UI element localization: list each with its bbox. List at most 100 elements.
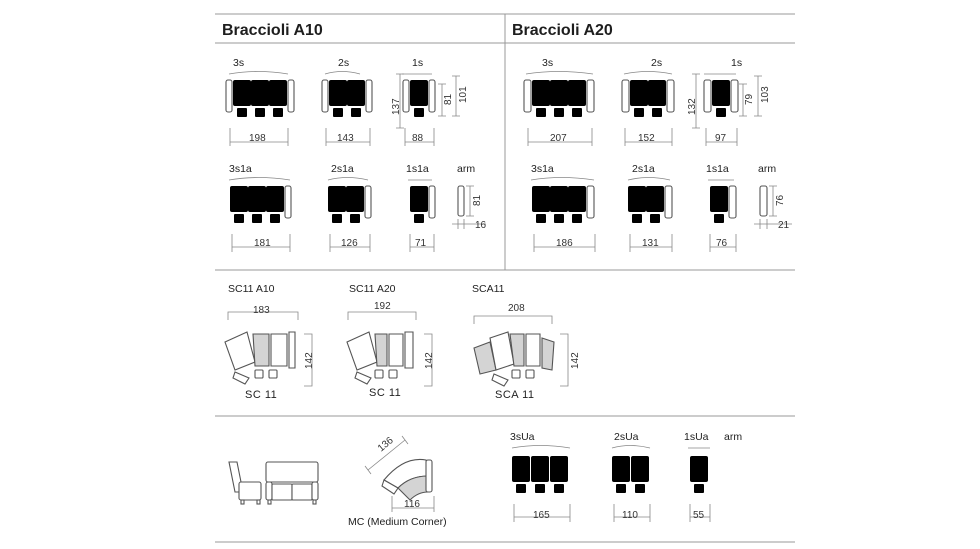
a10-title: Braccioli A10 (222, 22, 323, 39)
u3-label: 3sUa (510, 431, 535, 443)
a20-3s1a-label: 3s1a (531, 163, 554, 175)
a10-1s1a-width: 71 (415, 238, 427, 249)
a20-1s-width: 97 (715, 133, 727, 144)
a20-arm-label: arm (758, 163, 776, 175)
u2-sofa (612, 456, 649, 493)
u2-dimline (613, 504, 651, 522)
a20-arm-depth: 21 (778, 220, 790, 231)
sca11-label: SCA11 (472, 283, 505, 295)
mc-width: 116 (404, 499, 420, 510)
a20-1s-height-line (692, 73, 700, 129)
a10-2s1a-topline (327, 177, 369, 181)
a10-2s-topline (324, 71, 361, 75)
mc-diag: 136 (376, 435, 396, 454)
a10-1s-dimline (404, 128, 435, 146)
a10-1s-width: 88 (412, 133, 424, 144)
sc11-a20-label: SC11 A20 (349, 283, 396, 295)
a20-2s-width: 152 (638, 133, 655, 144)
mc-sofa (381, 458, 433, 501)
a20-2s1a-label: 2s1a (632, 163, 655, 175)
a20-3s1a-topline (530, 177, 595, 181)
a20-2s1a-dimline (629, 234, 673, 252)
mc-width-line (391, 496, 435, 512)
front-view-sofa (265, 461, 319, 505)
a20-arm-height-line (769, 185, 777, 217)
a20-3s1a-width: 186 (556, 238, 573, 249)
a20-arm-height: 76 (775, 194, 786, 206)
u3-topline (511, 445, 571, 449)
a10-3s1a-label: 3s1a (229, 163, 252, 175)
a20-1s-height-back: 103 (760, 86, 771, 103)
a20-3s-dimline (527, 128, 593, 146)
a20-3s-sofa (523, 79, 595, 117)
a20-3s-width: 207 (550, 133, 567, 144)
a10-3s-width: 198 (249, 133, 266, 144)
a20-arm-piece (759, 185, 768, 217)
sc11-a20-width: 192 (374, 301, 391, 312)
a10-3s1a-sofa (230, 185, 292, 223)
u2-width: 110 (622, 510, 638, 521)
a10-2s-sofa (321, 79, 373, 117)
a20-1s1a-dimline (709, 234, 737, 252)
a20-3s-label: 3s (542, 57, 553, 69)
sc11-a20-width-line (347, 311, 417, 320)
a10-3s-topline (228, 71, 289, 75)
a10-1s-height-seat: 81 (443, 93, 454, 105)
a20-1s-label: 1s (731, 57, 742, 69)
a20-1s-back-line (754, 75, 762, 117)
u2-topline (611, 445, 651, 449)
a10-arm-height-line (466, 185, 474, 217)
sc11-a10-height: 142 (304, 352, 315, 369)
sc11-a20-sofa (346, 331, 414, 385)
mc-diag-line (364, 435, 409, 475)
a20-2s-topline (623, 71, 673, 75)
a10-arm-label: arm (457, 163, 475, 175)
u2-label: 2sUa (614, 431, 639, 443)
sca11-caption: SCA 11 (495, 389, 535, 401)
a10-1s-seat-line (438, 83, 446, 117)
a20-2s1a-width: 131 (642, 238, 659, 249)
a10-3s-dimline (229, 128, 289, 146)
a20-1s-height-total: 132 (687, 98, 698, 115)
a10-1s-height-total: 137 (391, 98, 402, 115)
mc-caption: MC (Medium Corner) (348, 516, 447, 528)
u1-label: 1sUa (684, 431, 709, 443)
sca11-width: 208 (508, 303, 525, 314)
a10-arm-height: 81 (472, 194, 483, 206)
a20-2s1a-topline (627, 177, 671, 181)
a20-1s-dimline (705, 128, 738, 146)
a20-1s1a-label: 1s1a (706, 163, 729, 175)
a10-arm-piece (457, 185, 465, 217)
a20-3s-topline (525, 71, 594, 75)
a10-2s1a-label: 2s1a (331, 163, 354, 175)
u-arm-label: arm (724, 431, 742, 443)
sca11-width-line (473, 315, 553, 324)
a10-arm-depth-line (452, 219, 486, 229)
a20-3s1a-sofa (532, 185, 595, 223)
sc11-a10-sofa (224, 331, 296, 385)
a20-2s-sofa (621, 79, 675, 117)
a10-1s1a-label: 1s1a (406, 163, 429, 175)
a10-1s-sofa (402, 79, 436, 117)
sc11-a20-height-line (424, 333, 433, 387)
a10-2s-label: 2s (338, 57, 349, 69)
a10-1s-back-line (452, 75, 460, 117)
sc11-a10-height-line (304, 333, 313, 387)
a10-3s1a-width: 181 (254, 238, 271, 249)
a10-2s-width: 143 (337, 133, 354, 144)
a10-arm-depth: 16 (475, 220, 487, 231)
sc11-a20-height: 142 (424, 352, 435, 369)
a20-arm-depth-line (754, 219, 792, 229)
u3-sofa (512, 456, 568, 493)
u1-width: 55 (693, 510, 705, 521)
a10-2s1a-dimline (329, 234, 371, 252)
sc11-a10-width-line (227, 311, 299, 320)
a20-3s1a-dimline (533, 234, 596, 252)
u1-dimline (689, 504, 711, 522)
sc11-a10-caption: SC 11 (245, 389, 277, 401)
a10-1s1a-sofa (410, 185, 436, 223)
sc11-a10-width: 183 (253, 305, 270, 316)
a10-1s-height-back: 101 (458, 86, 469, 103)
a10-1s1a-dimline (409, 234, 435, 252)
